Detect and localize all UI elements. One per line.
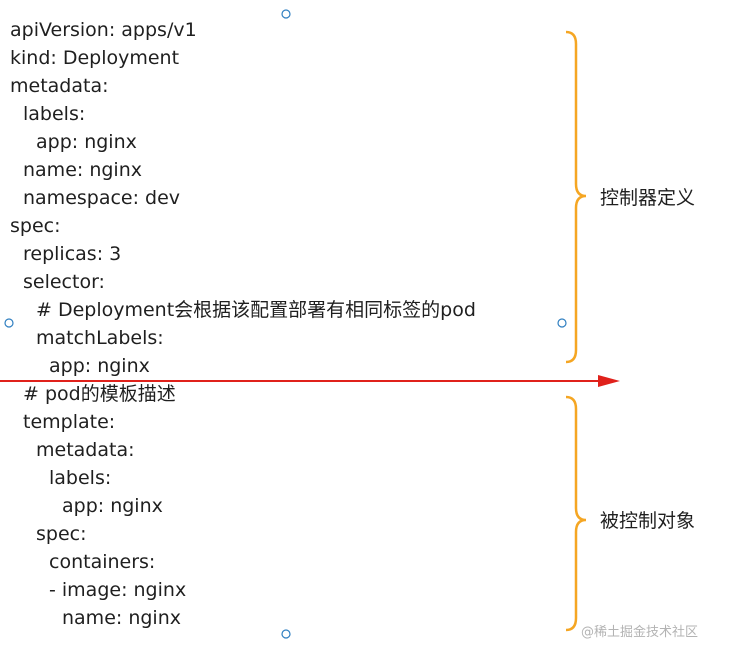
- code-line: name: nginx: [23, 159, 142, 181]
- code-line: labels:: [23, 103, 86, 125]
- code-line: matchLabels:: [36, 327, 164, 349]
- watermark-text: @稀土掘金技术社区: [581, 625, 699, 640]
- divider-arrow-head: [598, 375, 620, 387]
- code-line: apiVersion: apps/v1: [10, 19, 197, 41]
- code-line: labels:: [49, 467, 112, 489]
- code-line: containers:: [49, 551, 156, 573]
- selection-handle-right[interactable]: [557, 318, 567, 328]
- code-line: template:: [23, 411, 116, 433]
- code-line: # pod的模板描述: [23, 383, 176, 405]
- selection-handle-left[interactable]: [4, 318, 14, 328]
- label-controlled-object: 被控制对象: [600, 510, 696, 532]
- code-line: metadata:: [10, 75, 109, 97]
- code-line: app: nginx: [62, 495, 163, 517]
- selection-handle-top[interactable]: [281, 9, 291, 19]
- code-line: selector:: [23, 271, 105, 293]
- code-line: name: nginx: [62, 607, 181, 629]
- code-line: app: nginx: [49, 355, 150, 377]
- code-line: # Deployment会根据该配置部署有相同标签的pod: [36, 299, 476, 321]
- brace-controller-definition: [565, 30, 587, 364]
- brace-controlled-object: [565, 395, 587, 632]
- code-line: replicas: 3: [23, 243, 122, 265]
- code-line: kind: Deployment: [10, 47, 180, 69]
- code-line: spec:: [10, 215, 61, 237]
- code-line: namespace: dev: [23, 187, 181, 209]
- code-line: spec:: [36, 523, 87, 545]
- code-line: metadata:: [36, 439, 135, 461]
- code-line: - image: nginx: [49, 579, 187, 601]
- label-controller-definition: 控制器定义: [600, 187, 696, 209]
- code-line: app: nginx: [36, 131, 137, 153]
- selection-handle-bottom[interactable]: [281, 629, 291, 639]
